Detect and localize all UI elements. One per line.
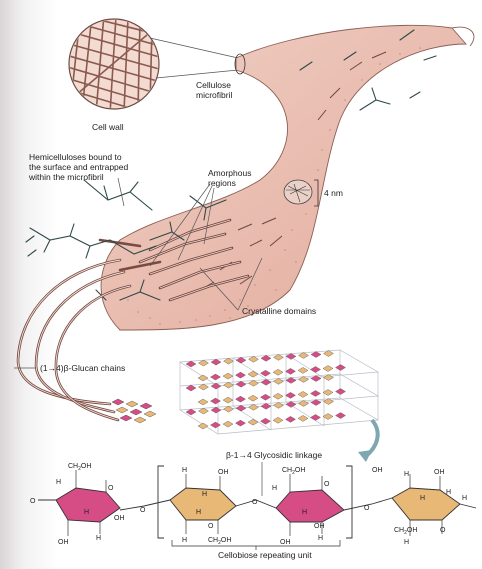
label-cellobiose-repeating-unit: Cellobiose repeating unit xyxy=(218,550,312,560)
atom-oh-4: OH xyxy=(434,469,445,476)
atom-o-ring-4: O xyxy=(440,527,446,534)
label-hemicelluloses-2: the surface and entrapped xyxy=(29,162,129,172)
label-crystalline-domains: Crystalline domains xyxy=(242,306,316,316)
label-hemicelluloses-1: Hemicelluloses bound to xyxy=(29,152,122,162)
atom-h-4: H xyxy=(182,467,187,474)
atom-o-ring-2: O xyxy=(208,523,214,530)
atom-h-3: H xyxy=(96,535,101,542)
atom-ho-3: OH xyxy=(372,467,383,474)
atom-oh-2: OH xyxy=(218,469,229,476)
label-cellulose-microfibril-1: Cellulose xyxy=(196,80,231,90)
atom-ho-2: OH xyxy=(280,539,291,546)
atom-o-link-3: O xyxy=(364,505,370,512)
atom-h-13: H xyxy=(420,495,425,502)
label-amorphous-2: regions xyxy=(208,178,236,188)
atom-h-14: H xyxy=(404,539,409,546)
label-hemicelluloses-3: within the microfibril xyxy=(28,172,104,182)
atom-oh-3: OH xyxy=(314,523,325,530)
atom-o-ring-1: O xyxy=(108,485,114,492)
atom-h-12: H xyxy=(446,489,451,496)
atom-o-ring-3: O xyxy=(324,481,330,488)
atom-o-link-1: O xyxy=(140,507,146,514)
label-cell-wall: Cell wall xyxy=(92,122,124,132)
atom-h-10: H xyxy=(318,535,323,542)
label-glucan-chains: (1→4)β-Glucan chains xyxy=(40,363,125,373)
label-cellulose-microfibril-2: microfibril xyxy=(196,90,232,100)
atom-h-5: H xyxy=(202,491,207,498)
atom-h-2: H xyxy=(84,509,89,516)
atom-h-6: H xyxy=(182,537,187,544)
atom-o-1: O xyxy=(30,498,36,505)
label-glycosidic-linkage: β-1→4 Glycosidic linkage xyxy=(226,450,322,460)
atom-h-15: H xyxy=(462,495,467,502)
atom-h-9: H xyxy=(302,509,307,516)
label-4nm: 4 nm xyxy=(324,188,343,198)
atom-h-7: H xyxy=(196,509,201,516)
label-amorphous-1: Amorphous xyxy=(208,168,251,178)
atom-ho-1: OH xyxy=(58,539,69,546)
atom-h-1: H xyxy=(56,479,61,486)
atom-o-link-2: O xyxy=(252,499,258,506)
atom-oh-1: OH xyxy=(114,515,125,522)
atom-h-11: H xyxy=(404,471,409,478)
atom-h-8: H xyxy=(272,485,277,492)
